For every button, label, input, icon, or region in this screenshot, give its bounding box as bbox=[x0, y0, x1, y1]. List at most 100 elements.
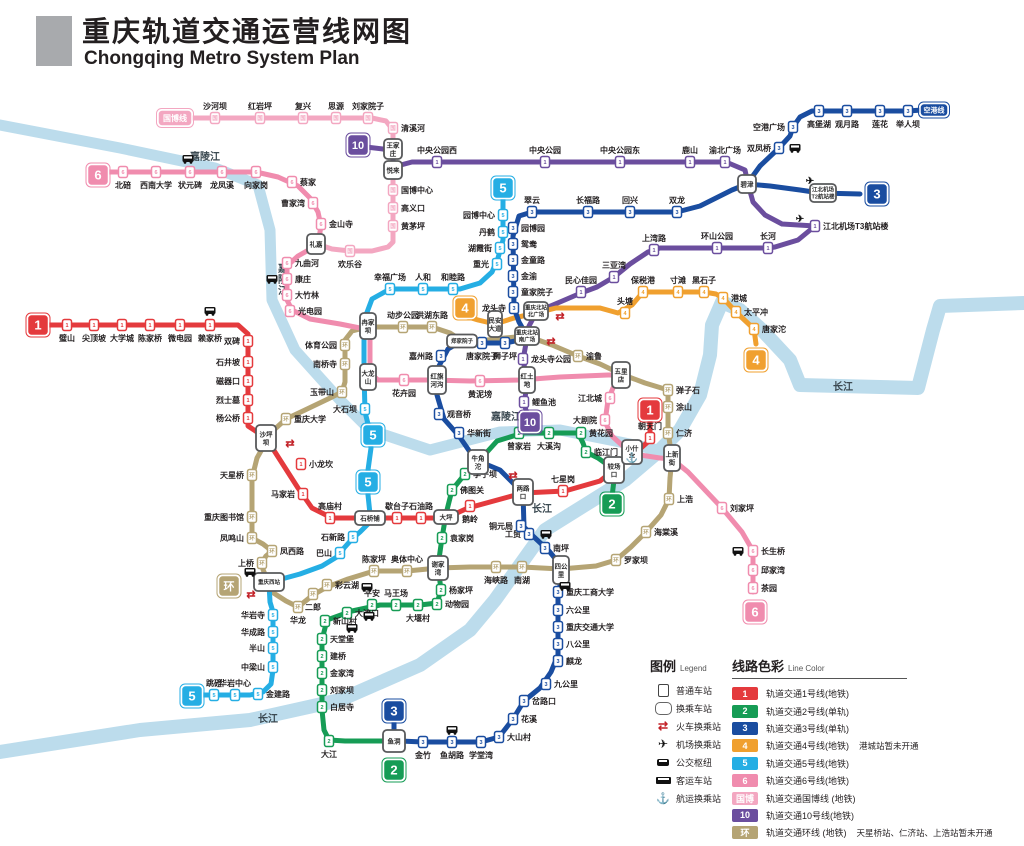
station-label: 莲花 bbox=[872, 119, 888, 129]
station-marker bbox=[730, 305, 742, 319]
station-line-number: 6 bbox=[751, 568, 754, 574]
station-marker bbox=[387, 201, 399, 215]
station-marker bbox=[208, 688, 220, 702]
station-marker bbox=[387, 121, 399, 135]
station-label: 高庙村 bbox=[318, 501, 342, 511]
metro-guobo-line-path bbox=[189, 115, 396, 254]
station-marker bbox=[902, 104, 914, 118]
station-label: 巴山 bbox=[316, 548, 332, 558]
line-color-label: 轨道交通1号线(地铁) bbox=[766, 689, 849, 700]
line-color-label: 轨道交通国博线 (地铁) bbox=[766, 793, 856, 804]
station-line-number: 4 bbox=[641, 290, 645, 296]
station-marker bbox=[286, 175, 298, 189]
interchange-label: 沙坪坝 bbox=[260, 429, 274, 446]
terminus-badge-ring bbox=[517, 409, 543, 435]
station-label: 黄泥塝 bbox=[468, 389, 492, 399]
station-line-number: 环 bbox=[249, 534, 255, 542]
station-label: 八公里 bbox=[565, 640, 590, 649]
station-line-number: 3 bbox=[791, 125, 794, 131]
station-marker bbox=[292, 600, 304, 614]
station-label: 跳磴 bbox=[206, 678, 223, 688]
plane-icon: ✈ bbox=[796, 214, 805, 225]
station-line-number: 3 bbox=[878, 109, 881, 115]
station-line-number: 5 bbox=[271, 613, 274, 619]
terminus-badge bbox=[217, 574, 241, 598]
station-label: 金童路 bbox=[520, 255, 546, 265]
station-label: 花溪 bbox=[521, 714, 538, 724]
station-marker bbox=[507, 237, 519, 251]
station-marker bbox=[523, 527, 535, 541]
interchange-label: 重庆北站南广场 bbox=[516, 328, 539, 343]
station-label: 金渝 bbox=[520, 271, 538, 281]
terminus-badge-ring bbox=[156, 108, 194, 128]
terminus-badge-ring bbox=[355, 469, 381, 495]
station-label: 九曲河 bbox=[294, 258, 319, 268]
station-marker bbox=[117, 165, 129, 179]
station-line-number: 环 bbox=[342, 341, 348, 349]
station-marker bbox=[518, 694, 530, 708]
station-marker bbox=[447, 282, 459, 296]
station-label: 太平冲 bbox=[743, 307, 768, 317]
station-line-number: 3 bbox=[511, 717, 514, 723]
station-marker bbox=[252, 687, 264, 701]
station-line-number: 3 bbox=[511, 258, 514, 264]
terminus-badge-ring bbox=[743, 347, 769, 373]
station-label: 上湾路 bbox=[642, 233, 667, 243]
station-label: 上浩 bbox=[677, 494, 693, 504]
terminus-badge bbox=[600, 492, 624, 516]
station-marker bbox=[747, 581, 759, 595]
station-label: 大山村 bbox=[507, 732, 531, 742]
terminus-badge-label: 6 bbox=[94, 168, 101, 183]
station-marker bbox=[184, 165, 196, 179]
line-color-swatch: 6 bbox=[732, 774, 758, 788]
station-line-number: 1 bbox=[766, 246, 769, 252]
station-label: 佛图关 bbox=[459, 485, 484, 495]
line-color-swatch: 4 bbox=[732, 739, 758, 753]
station-line-number: 1 bbox=[715, 246, 718, 252]
station-line-number: 环 bbox=[429, 323, 435, 331]
station-label: 观音桥 bbox=[447, 409, 472, 419]
station-icon bbox=[657, 683, 669, 697]
terminus-badge-ring bbox=[345, 132, 371, 158]
interchange-box bbox=[383, 138, 403, 160]
station-marker bbox=[316, 632, 328, 646]
station-label: 石井坡 bbox=[215, 357, 241, 367]
interchange-box bbox=[487, 310, 503, 338]
terminus-badge bbox=[157, 109, 193, 127]
station-marker bbox=[517, 352, 529, 366]
station-marker bbox=[384, 282, 396, 296]
terminus-badge-label: 3 bbox=[873, 187, 880, 202]
interchange-box bbox=[427, 555, 449, 581]
station-line-number: 5 bbox=[338, 551, 341, 557]
station-marker bbox=[61, 318, 73, 332]
station-marker bbox=[431, 155, 443, 169]
line-color-label: 轨道交通2号线(单轨) bbox=[766, 706, 849, 717]
station-line-number: 1 bbox=[208, 323, 211, 329]
station-label: 石油路 bbox=[408, 501, 434, 511]
station-line-number: 1 bbox=[579, 290, 582, 296]
station-line-number: 环 bbox=[342, 360, 348, 368]
station-marker bbox=[246, 468, 258, 482]
station-marker bbox=[599, 413, 611, 427]
station-marker bbox=[640, 525, 652, 539]
station-marker bbox=[604, 391, 616, 405]
station-line-number: 5 bbox=[498, 246, 501, 252]
interchange-box bbox=[621, 439, 643, 465]
station-label: 江北机场T3航站楼 bbox=[823, 221, 888, 231]
station-line-number: 6 bbox=[402, 378, 405, 384]
station-marker bbox=[526, 205, 538, 219]
station-line-number: 3 bbox=[437, 412, 440, 418]
station-line-number: 4 bbox=[752, 327, 756, 333]
terminus-badge-label: 6 bbox=[751, 605, 758, 620]
station-line-number: 国 bbox=[257, 114, 263, 122]
station-marker bbox=[254, 111, 266, 125]
station-marker bbox=[204, 318, 216, 332]
terminus-badge bbox=[346, 133, 370, 157]
terminus-badge bbox=[518, 410, 542, 434]
line-color-swatch: 国博 bbox=[732, 791, 758, 805]
station-marker bbox=[644, 431, 656, 445]
terminus-badge-label: 1 bbox=[34, 318, 41, 333]
